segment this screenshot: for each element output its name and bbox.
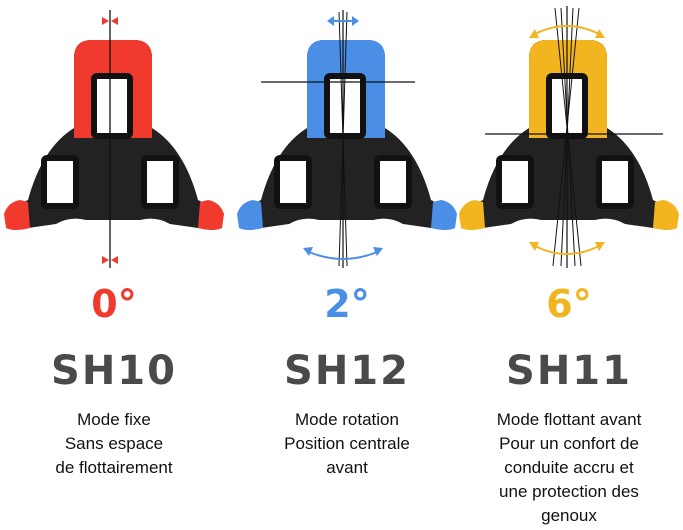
center-marker-bottom-icon [102, 256, 118, 264]
description-line: une protection des [499, 482, 639, 501]
cleat-slot-right [141, 155, 179, 209]
description-line: Mode fixe [77, 410, 151, 429]
description-line: Position centrale [284, 434, 410, 453]
axis-line-rotated-right [552, 7, 580, 267]
cleat-slot-right [596, 155, 634, 209]
cleat-slot-right [374, 155, 412, 209]
cleat-sh12-image [237, 10, 457, 268]
cleat-sh10-image [4, 10, 224, 268]
double-arrow-top-icon [327, 16, 359, 26]
rotation-arc-icon [303, 247, 383, 260]
axis-line-rotated-right [338, 11, 348, 267]
cleat-right-tip-colored [198, 200, 224, 230]
model-name: SH12 [284, 348, 410, 394]
description-line: Mode rotation [295, 410, 399, 429]
cleat-slot-left [496, 155, 534, 209]
cleat-card-sh12: 2° SH12 Mode rotation Position centrale … [233, 0, 461, 530]
center-marker-top-icon [102, 17, 118, 25]
cleat-slot-front [91, 73, 133, 139]
cleat-card-sh11: 6° SH11 Mode flottant avant Pour un conf… [455, 0, 683, 530]
model-name: SH10 [51, 348, 177, 394]
float-angle: 2° [324, 282, 370, 326]
description-line: Sans espace [64, 434, 164, 453]
axis-line-rotated-right-2 [560, 7, 574, 267]
model-name: SH11 [506, 348, 632, 394]
description-line: genoux [541, 506, 597, 525]
cleat-right-tip-colored [653, 200, 679, 230]
description: Mode fixe Sans espace de flottairement [0, 408, 228, 480]
cleat-slot-left [41, 155, 79, 209]
cleat-right-tip-colored [431, 200, 457, 230]
cleat-left-tip-colored [4, 200, 30, 230]
description-line: conduite accru et [504, 458, 634, 477]
rotation-arc-top-icon [529, 25, 605, 38]
cleat-card-sh10: 0° SH10 Mode fixe Sans espace de flottai… [0, 0, 228, 530]
float-angle: 6° [546, 282, 592, 326]
axis-line-rotated-left-2 [560, 7, 576, 267]
cleat-slot-left [274, 155, 312, 209]
cleat-left-tip-colored [237, 200, 263, 230]
description-line: Pour un confort de [499, 434, 639, 453]
float-angle: 0° [91, 282, 137, 326]
description: Mode flottant avant Pour un confort de c… [455, 408, 683, 528]
description-line: Mode flottant avant [496, 410, 642, 429]
rotation-arc-bottom-icon [529, 242, 605, 255]
cleat-left-tip-colored [459, 200, 485, 230]
description-line: de flottairement [55, 458, 173, 477]
description: Mode rotation Position centrale avant [233, 408, 461, 480]
description-line: avant [326, 458, 368, 477]
cleat-sh11-image [459, 6, 679, 268]
